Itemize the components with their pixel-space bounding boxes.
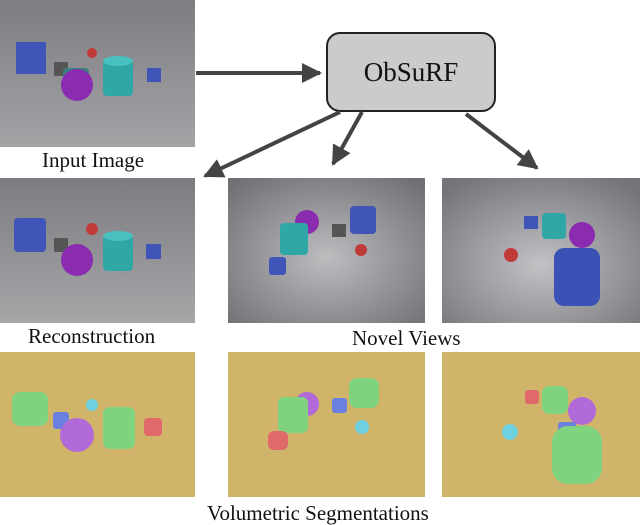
segment-purple-sphere (568, 397, 596, 425)
segment-small-cube (144, 418, 162, 436)
segmentation-1-map (0, 352, 195, 497)
novel-view-2-scene (442, 178, 640, 323)
cyan-cylinder (542, 213, 566, 239)
segment-red-sphere (86, 399, 98, 411)
segment-gray-cube (332, 398, 347, 413)
cyan-cylinder (103, 235, 133, 271)
gray-cube (54, 238, 68, 252)
blue-cube (14, 218, 46, 252)
novel-views-caption: Novel Views (352, 326, 461, 350)
segment-small-cube (268, 431, 288, 450)
segmentations-caption: Volumetric Segmentations (207, 501, 429, 525)
segment-small-cube (525, 390, 539, 404)
novel-view-2-panel (442, 178, 640, 323)
segment-red-sphere (502, 424, 518, 440)
segment-blue-cylinder (552, 426, 602, 484)
red-sphere (86, 223, 98, 235)
red-sphere (87, 48, 97, 58)
segment-blue-cube (12, 392, 48, 426)
input-scene (0, 0, 195, 147)
purple-sphere (61, 244, 93, 276)
arrow-to-novel-view-1 (331, 111, 364, 166)
reconstruction-scene (0, 178, 195, 323)
segment-cyan-cylinder (278, 397, 308, 433)
gray-cube (332, 224, 346, 237)
blue-cylinder (554, 248, 600, 306)
segmentation-3-panel (442, 352, 640, 497)
blue-cylinder (350, 206, 376, 234)
red-sphere (355, 244, 367, 256)
segmentation-2-map (228, 352, 425, 497)
blue-cube (16, 42, 46, 74)
reconstruction-caption: Reconstruction (28, 324, 156, 348)
cyan-cylinder (103, 60, 133, 96)
input-image-panel (0, 0, 195, 147)
segment-cyan-cylinder (103, 407, 135, 449)
segment-blue-cylinder (349, 378, 379, 408)
purple-sphere (569, 222, 595, 248)
novel-view-1-scene (228, 178, 425, 323)
small-blue-cube (524, 216, 538, 229)
small-blue-cube (147, 68, 161, 82)
segmentation-3-map (442, 352, 640, 497)
arrow-to-reconstruction (203, 110, 341, 178)
small-blue-cube (269, 257, 286, 275)
cyan-cylinder (280, 223, 308, 255)
model-box: ObSuRF (326, 32, 496, 112)
input-caption: Input Image (42, 148, 145, 172)
small-blue-cube (146, 244, 161, 259)
segment-red-sphere (355, 420, 369, 434)
segment-purple-sphere (60, 418, 94, 452)
red-sphere (504, 248, 518, 262)
segmentation-1-panel (0, 352, 195, 497)
novel-view-1-panel (228, 178, 425, 323)
reconstruction-panel (0, 178, 195, 323)
segment-cyan-cylinder (542, 386, 568, 414)
arrow-to-novel-view-2 (464, 112, 539, 170)
purple-sphere (61, 69, 93, 101)
segmentation-2-panel (228, 352, 425, 497)
